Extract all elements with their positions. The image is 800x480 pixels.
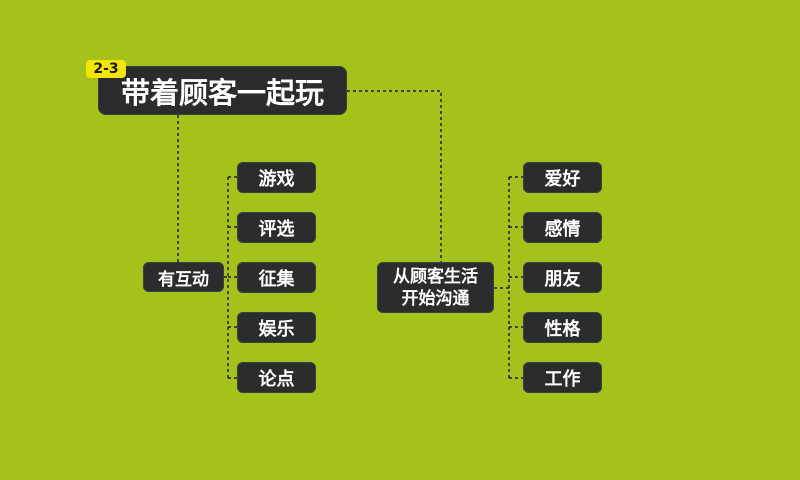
connector-title-to-right — [347, 90, 442, 262]
leaf-node-collect: 征集 — [237, 262, 316, 293]
connector-right-trunk — [494, 177, 510, 378]
connector-right-branches — [509, 176, 523, 379]
section-badge: 2-3 — [86, 60, 126, 78]
connector-left-branches — [228, 176, 237, 379]
leaf-node-hobby: 爱好 — [523, 162, 602, 193]
title-node: 带着顾客一起玩 — [98, 66, 347, 115]
leaf-node-game: 游戏 — [237, 162, 316, 193]
leaf-node-friends: 朋友 — [523, 262, 602, 293]
hub-node-interaction: 有互动 — [143, 262, 224, 292]
leaf-node-entertainment: 娱乐 — [237, 312, 316, 343]
connector-left-trunk — [224, 177, 229, 378]
hub-node-customer-life: 从顾客生活 开始沟通 — [377, 262, 494, 313]
leaf-node-vote: 评选 — [237, 212, 316, 243]
hub-label-line2: 开始沟通 — [401, 288, 470, 309]
hub-label-line1: 从顾客生活 — [393, 266, 478, 287]
leaf-node-work: 工作 — [523, 362, 602, 393]
leaf-node-emotion: 感情 — [523, 212, 602, 243]
leaf-node-personality: 性格 — [523, 312, 602, 343]
leaf-node-debate: 论点 — [237, 362, 316, 393]
